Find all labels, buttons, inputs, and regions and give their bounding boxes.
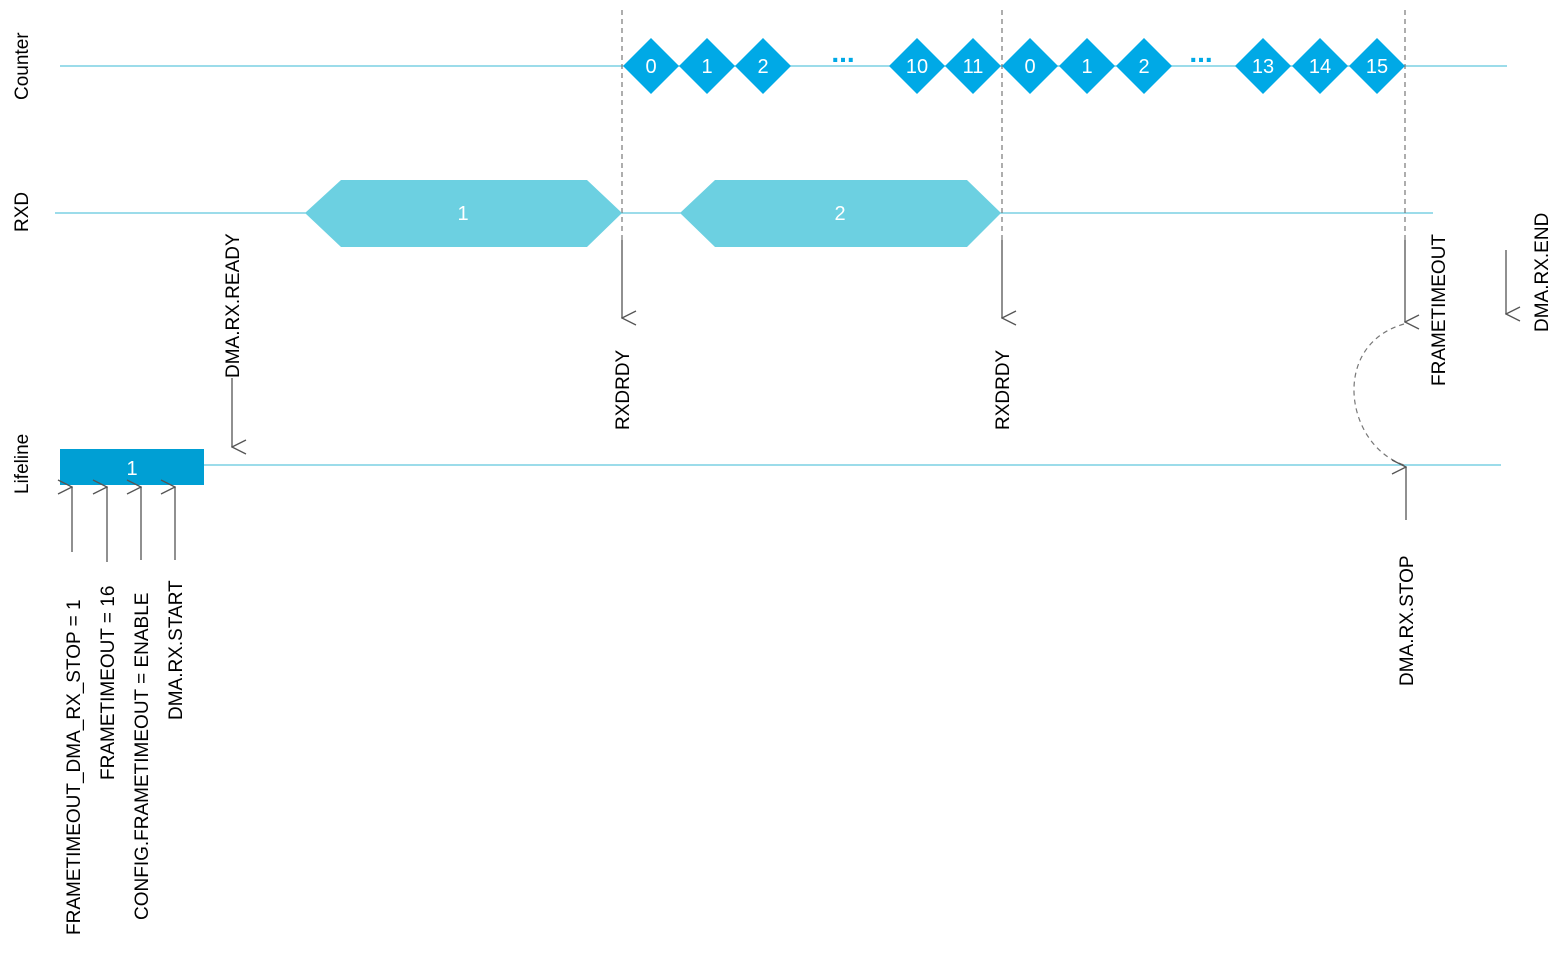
counter-diamond: 13 [1235,38,1291,94]
event-label-rxdrdy-2: RXDRDY [993,349,1014,430]
counter-diamond: 14 [1292,38,1348,94]
event-label-dma-rx-stop: DMA.RX.STOP [1397,555,1418,686]
event-label-frametimeout-16: FRAMETIMEOUT = 16 [98,586,119,780]
short-connector-curve [1353,323,1405,466]
counter-diamond: 10 [889,38,945,94]
counter-value: 14 [1309,56,1331,78]
rxd-frame-label: 2 [834,203,845,225]
event-label-frametimeout: FRAMETIMEOUT [1429,234,1450,386]
row-label-lifeline: Lifeline [12,434,33,494]
event-label-dma-rx-end: DMA.RX.END [1532,213,1553,332]
lifeline-box: 1 [60,449,204,485]
counter-diamond: 11 [945,38,1001,94]
counter-value: 13 [1252,56,1274,78]
counter-value: 11 [963,56,984,78]
counter-value: 0 [1024,56,1035,78]
rxd-frame-label: 1 [457,203,468,225]
counter-diamond: 15 [1349,38,1405,94]
event-label-frametimeout-dma-rx-stop: FRAMETIMEOUT_DMA_RX_STOP = 1 [64,599,85,935]
counter-diamond: 2 [1116,38,1172,94]
counter-ellipsis: ... [831,37,854,68]
counter-value: 2 [1138,56,1149,78]
counter-value: 1 [701,56,712,78]
counter-diamond: 0 [623,38,679,94]
counter-diamond: 2 [735,38,791,94]
counter-diamond: 0 [1002,38,1058,94]
counter-value: 10 [906,56,928,78]
counter-ellipsis: ... [1189,37,1212,68]
counter-diamond: 1 [679,38,735,94]
counter-value: 15 [1366,56,1388,78]
rxd-frame: 1 [305,180,622,247]
event-label-rxdrdy-1: RXDRDY [613,349,634,430]
counter-value: 0 [645,56,656,78]
event-label-dma-rx-ready: DMA.RX.READY [223,233,244,378]
event-label-config-frametimeout: CONFIG.FRAMETIMEOUT = ENABLE [132,593,153,920]
counter-diamond: 1 [1059,38,1115,94]
row-label-counter: Counter [12,32,33,100]
lifeline-box-label: 1 [126,458,137,480]
counter-value: 2 [757,56,768,78]
counter-value: 1 [1081,56,1092,78]
rxd-frame: 2 [680,180,1001,247]
row-label-rxd: RXD [12,192,33,232]
event-label-dma-rx-start: DMA.RX.START [166,580,187,720]
